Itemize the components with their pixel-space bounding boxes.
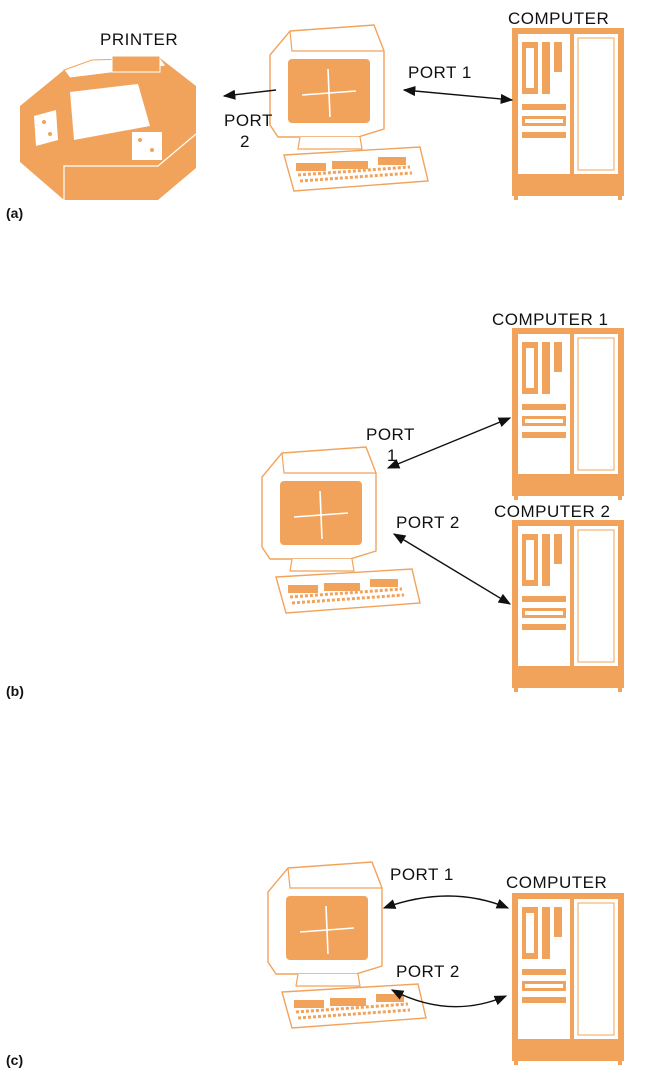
port1-link-c [382, 895, 510, 909]
printer-label: PRINTER [100, 30, 178, 49]
computer-label-c-visible: COMPUTER [506, 873, 607, 892]
panel-a-tag: (a) [6, 205, 23, 221]
port2-link-b [392, 533, 512, 605]
panel-b: COMPUTER 1 COMPUTER 2 PORT 1 PORT 2 (b) [6, 310, 625, 699]
port2-label-b: PORT 2 [396, 513, 460, 532]
terminal-device-a [268, 23, 430, 193]
port1-link-a [402, 86, 514, 104]
port1-label-b-line2: 1 [387, 446, 397, 465]
computer-device-c [511, 892, 625, 1066]
computer-device-a [511, 27, 625, 201]
port2-label-a-line1: PORT [224, 111, 273, 130]
panel-b-tag: (b) [6, 683, 24, 699]
computer1-label: COMPUTER 1 [492, 310, 608, 329]
computer-label-a: COMPUTER [508, 9, 609, 28]
port1-link-b [386, 417, 512, 469]
port2-label-c: PORT 2 [396, 962, 460, 981]
port2-link-a [222, 89, 277, 100]
panel-a: PRINTER COMPUTER PORT 1 PORT 2 (a) [6, 9, 625, 221]
panel-c-tag: (c) [6, 1052, 23, 1068]
port2-label-a-line2: 2 [240, 132, 250, 151]
computer2-label: COMPUTER 2 [494, 502, 610, 521]
computer2-device [511, 519, 625, 693]
port1-label-a: PORT 1 [408, 63, 472, 82]
computer1-device [511, 327, 625, 501]
printer-device [20, 55, 197, 200]
port1-label-b-line1: PORT [366, 425, 415, 444]
port2-link-c [390, 989, 508, 1008]
panel-c: COMPUTER COMPUTER PORT 1 PORT 2 (c) [6, 860, 625, 1068]
terminal-device-c [266, 860, 428, 1030]
port1-label-c: PORT 1 [390, 865, 454, 884]
